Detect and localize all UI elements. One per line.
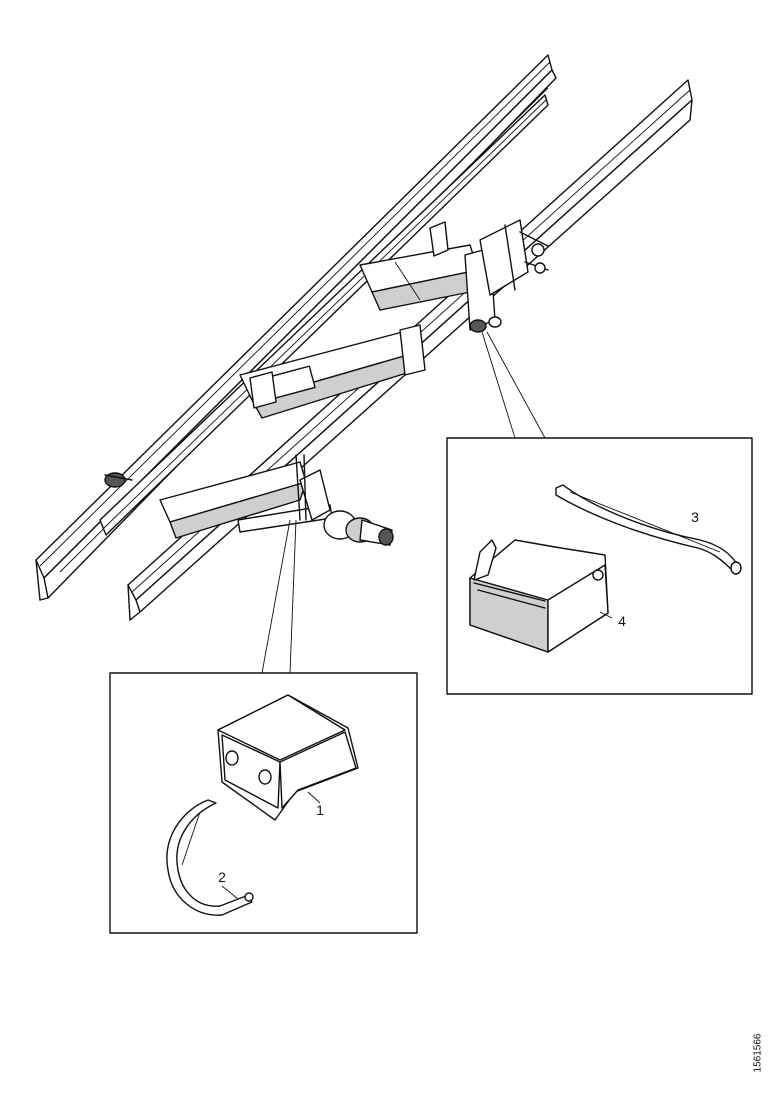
rail-end-fitting: [104, 472, 133, 488]
document-code: 1561566: [748, 1018, 768, 1088]
callout-1: 1: [316, 802, 324, 818]
part-3-strap: [555, 484, 742, 575]
document-code-text: 1561566: [752, 1033, 764, 1073]
part-2-strap: [166, 799, 254, 916]
detail-box-right: [446, 437, 753, 695]
cross-member-rear: [159, 461, 307, 539]
mounting-assembly-front: [464, 219, 549, 333]
chassis-frame: [35, 54, 693, 621]
callout-2: 2: [218, 869, 226, 885]
frame-brackets: [249, 221, 449, 409]
inner-left-rail: [99, 94, 549, 536]
leader-lines: [261, 331, 546, 674]
callout-3: 3: [691, 509, 699, 525]
part-1-shield: [217, 694, 359, 821]
callout-4: 4: [618, 613, 626, 629]
detail-box-left: [109, 672, 418, 934]
callout-labels: 1 2 3 4: [218, 509, 699, 885]
part-4-cover: [469, 539, 609, 653]
rear-axle: [237, 454, 394, 546]
